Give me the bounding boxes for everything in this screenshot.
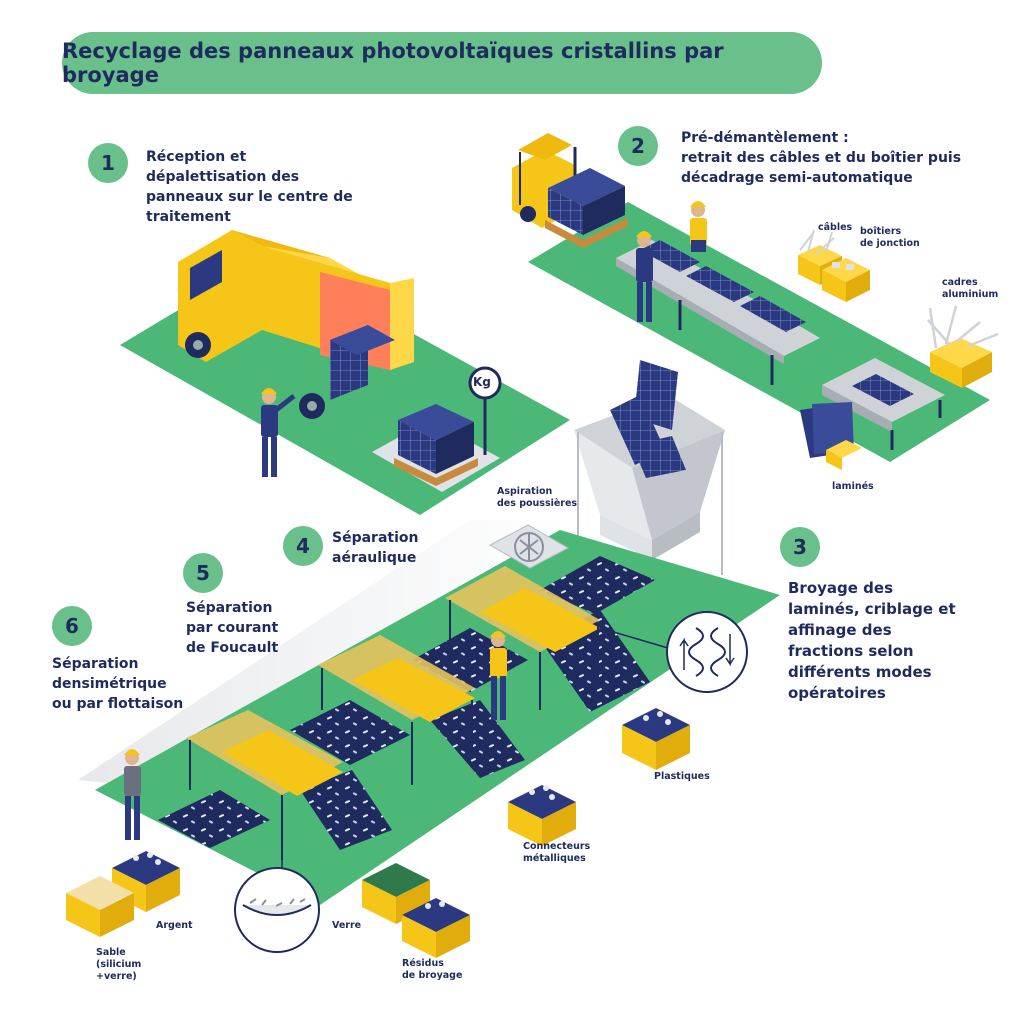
sand-crate [66, 876, 134, 937]
step-5-text: Séparation par courant de Foucault [186, 598, 306, 658]
cables-label: câbles [818, 222, 853, 233]
sand-line-3: +verre) [96, 971, 137, 982]
step-4-text: Séparation aéraulique [332, 528, 452, 568]
frame-removal-machine [822, 358, 945, 450]
worker-figure [690, 201, 707, 252]
step-1-text: Réception et dépalettisation des panneau… [146, 149, 353, 225]
worker-figure [261, 388, 296, 477]
glass-label: Verre [332, 920, 362, 931]
shredder-hopper [574, 360, 725, 630]
aluminium-frames-line-2: aluminium [942, 289, 999, 300]
step-5-line-3: de Foucault [186, 640, 279, 656]
scale-sign [468, 366, 502, 455]
step-5-line-1: Séparation [186, 600, 273, 616]
sand-line-2: (silicium [96, 959, 142, 970]
flotation-detail-callout [234, 800, 320, 953]
worker-figure [124, 749, 141, 840]
laminates-label: laminés [832, 481, 874, 492]
junction-boxes-line-2: de jonction [860, 238, 920, 249]
dust-extraction-label: Aspiration des poussières [497, 486, 577, 510]
glass-crate [362, 863, 430, 924]
step-4-number: 4 [283, 526, 323, 566]
delivery-truck [178, 230, 414, 419]
step-2-number: 2 [618, 126, 658, 166]
dismantling-table [616, 240, 820, 385]
junction-box-crate [822, 258, 870, 302]
dust-extraction-line-2: des poussières [497, 498, 578, 509]
shredding-residue-line-1: Résidus [402, 958, 444, 969]
step-6-line-1: Séparation [52, 656, 139, 672]
step-5-line-2: par courant [186, 620, 279, 636]
metal-connectors-line-1: Connecteurs [523, 841, 591, 852]
metal-connectors-label: Connecteurs métalliques [523, 841, 590, 865]
dust-extraction-line-1: Aspiration [497, 486, 553, 497]
worker-figure [490, 631, 507, 720]
step-3-text: Broyage des laminés, criblage et affinag… [788, 579, 956, 702]
step-2-line-2: retrait des câbles et du boîtier puis [681, 150, 962, 166]
shredding-residue-label: Résidus de broyage [402, 958, 462, 982]
forklift [512, 133, 628, 248]
shredding-residue-line-2: de broyage [402, 970, 463, 981]
scale-kg-label: Kg [473, 375, 491, 389]
shredding-residue-crate [402, 898, 470, 958]
step-2-line-3: décadrage semi-automatique [681, 170, 913, 186]
metal-connectors-line-2: métalliques [523, 853, 586, 864]
sorting-table [318, 635, 475, 785]
step-1-number: 1 [88, 143, 128, 183]
aluminium-frames-line-1: cadres [942, 277, 978, 288]
step-6-line-3: ou par flottaison [52, 696, 184, 712]
eddy-current-detail-callout [599, 611, 748, 693]
step-4-line-1: Séparation [332, 530, 419, 546]
aluminium-frames-crate [927, 305, 999, 388]
metal-connectors-crate [508, 785, 576, 846]
aluminium-frames-label: cadres aluminium [942, 277, 998, 301]
panel-pallet [394, 404, 478, 486]
step-2-text: Pré-démantèlement : retrait des câbles e… [681, 128, 981, 188]
sorting-table [445, 566, 600, 710]
silver-crate [112, 851, 180, 912]
worker-figure [636, 231, 653, 322]
step-4-line-2: aéraulique [332, 550, 417, 566]
junction-boxes-line-1: boîtiers [860, 226, 902, 237]
plastics-label: Plastiques [654, 771, 710, 782]
step-6-text: Séparation densimétrique ou par flottais… [52, 654, 212, 714]
step-2-line-1: Pré-démantèlement : [681, 130, 849, 146]
junction-boxes-label: boîtiers de jonction [860, 226, 920, 250]
step-5-number: 5 [183, 553, 223, 593]
step-6-line-2: densimétrique [52, 676, 167, 692]
page-title: Recyclage des panneaux photovoltaïques c… [62, 32, 822, 94]
silver-label: Argent [156, 920, 193, 931]
step-3-number: 3 [780, 527, 820, 567]
dust-extraction-fan [488, 524, 570, 569]
sand-line-1: Sable [96, 947, 126, 958]
sand-label: Sable (silicium +verre) [96, 947, 141, 983]
step-6-number: 6 [52, 606, 92, 646]
laminates-crate [800, 402, 862, 470]
plastics-crate [622, 708, 690, 770]
